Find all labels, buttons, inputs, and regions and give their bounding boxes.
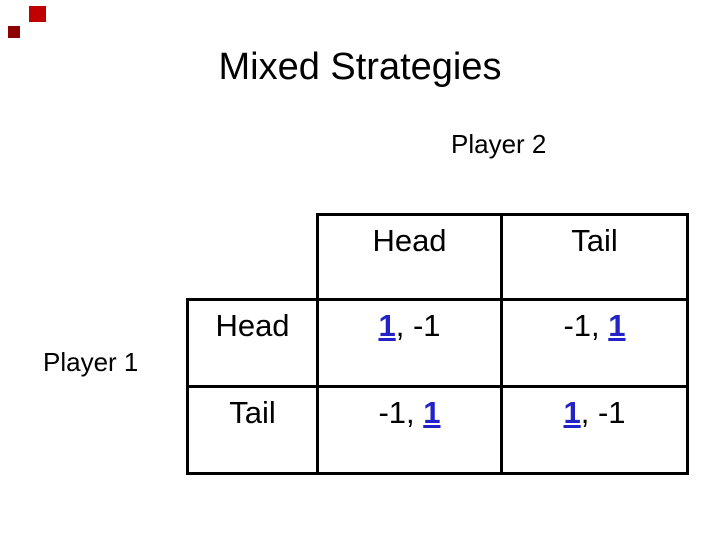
player1-label: Player 1 [43, 347, 139, 377]
payoff-pre: -1, [378, 395, 424, 430]
payoff-post: , -1 [395, 308, 441, 343]
matrix-corner-cell [188, 215, 318, 300]
matrix-col-header-tail: Tail [500, 213, 689, 301]
payoff-best-response: 1 [563, 395, 581, 430]
slide-title: Mixed Strategies [218, 46, 502, 88]
red-square-large-icon [29, 6, 46, 22]
payoff-cell-tail-tail: 1, -1 [500, 385, 689, 475]
matrix-row-header-tail: Tail [186, 385, 319, 475]
matrix-row-header-head: Head [186, 298, 319, 388]
red-square-small-icon [8, 26, 20, 38]
payoff-best-response: 1 [378, 308, 396, 343]
payoff-best-response: 1 [423, 395, 441, 430]
payoff-post: , -1 [580, 395, 626, 430]
payoff-pre: -1, [563, 308, 609, 343]
payoff-cell-tail-head: -1, 1 [316, 385, 503, 475]
payoff-cell-head-tail: -1, 1 [500, 298, 689, 388]
matrix-col-header-head: Head [316, 213, 503, 301]
payoff-cell-head-head: 1, -1 [316, 298, 503, 388]
payoff-matrix: Head Tail Head 1, -1 -1, 1 Tail -1, 1 1,… [186, 213, 689, 475]
player2-label: Player 2 [451, 129, 547, 159]
payoff-best-response: 1 [608, 308, 626, 343]
